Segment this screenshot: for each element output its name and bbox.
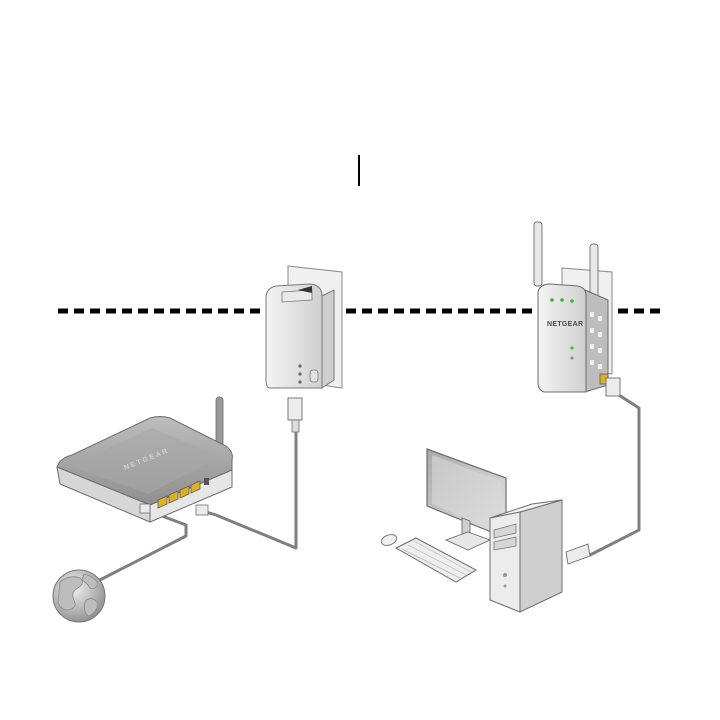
- globe-icon: [53, 570, 105, 622]
- extender-computer-cable: [590, 392, 639, 555]
- wifi-extender-icon: NETGEAR: [534, 222, 620, 396]
- router-icon: NETGEAR: [57, 397, 232, 522]
- powerline-adapter-icon: [266, 266, 342, 432]
- internet-cable: [92, 510, 186, 584]
- extender-brand-label: NETGEAR: [547, 321, 583, 328]
- desktop-computer-icon: [380, 449, 590, 612]
